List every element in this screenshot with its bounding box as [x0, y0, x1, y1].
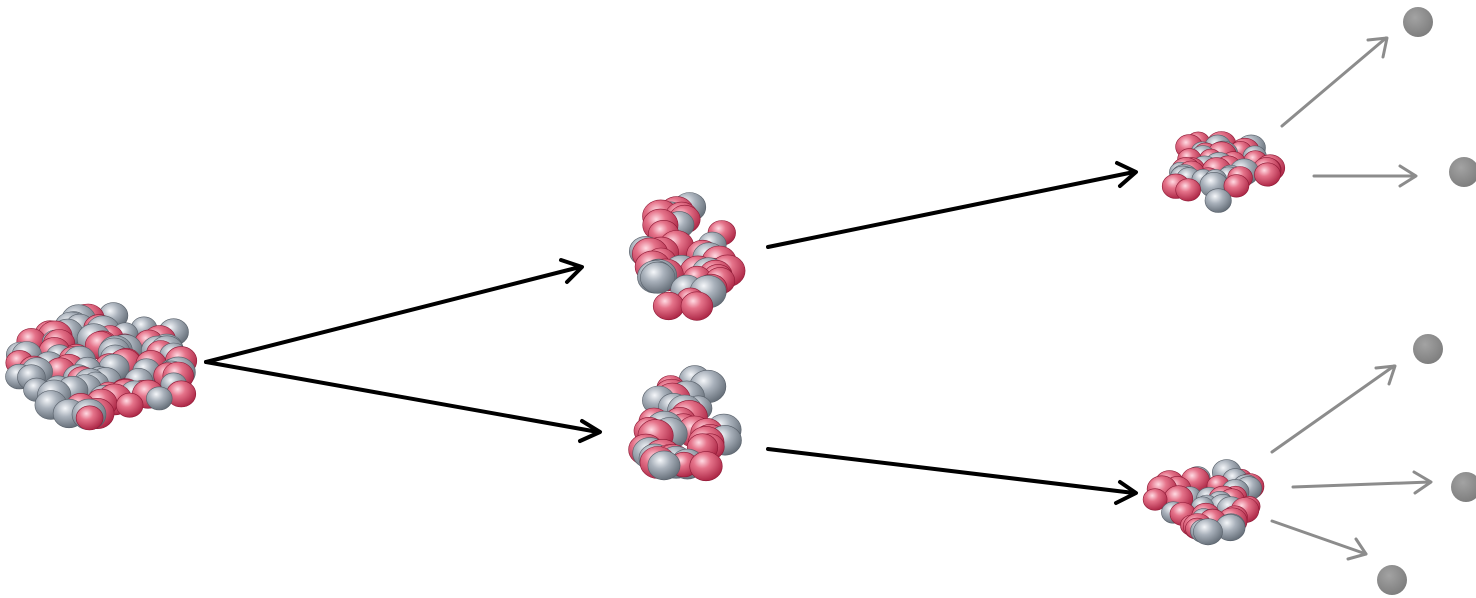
- arrow-fragment-lower-to-daughter-lower: [766, 447, 1138, 505]
- emission-arrow-5: [1270, 519, 1368, 561]
- proton-sphere: [1175, 178, 1201, 202]
- particle-4: [1451, 472, 1476, 502]
- proton-sphere: [680, 291, 714, 321]
- neutron-sphere: [1193, 518, 1223, 546]
- neutron-sphere: [146, 386, 173, 411]
- proton-sphere: [75, 405, 104, 431]
- neutron-sphere: [647, 450, 681, 481]
- particle-1: [1403, 7, 1433, 37]
- particle-2: [1449, 157, 1476, 187]
- arrow-parent-to-fragment-lower: [204, 360, 602, 443]
- proton-sphere: [1254, 162, 1281, 187]
- daughter-upper-nucleus: [1161, 131, 1286, 213]
- neutron-sphere: [640, 261, 676, 294]
- arrow-fragment-upper-to-daughter-upper: [766, 161, 1138, 249]
- fragment-upper-nucleus: [628, 192, 746, 321]
- arrow-parent-to-fragment-upper: [204, 258, 584, 364]
- emission-arrow-1: [1280, 36, 1389, 128]
- parent-nucleus: [5, 302, 198, 431]
- emission-arrow-4: [1291, 470, 1433, 495]
- neutron-sphere: [1204, 188, 1232, 213]
- emission-arrows: [1270, 36, 1433, 561]
- reaction-arrows: [204, 161, 1138, 505]
- emission-arrow-3: [1270, 364, 1397, 454]
- fragment-lower-nucleus: [628, 365, 742, 482]
- daughter-lower-nucleus: [1142, 459, 1265, 546]
- proton-sphere: [115, 392, 144, 418]
- proton-sphere: [1223, 174, 1250, 198]
- emitted-particles: [1377, 7, 1476, 595]
- proton-sphere: [689, 451, 723, 482]
- particle-3: [1413, 334, 1443, 364]
- proton-sphere: [652, 291, 685, 321]
- emission-arrow-2: [1312, 164, 1418, 188]
- proton-sphere: [1142, 488, 1168, 511]
- particle-5: [1377, 565, 1407, 595]
